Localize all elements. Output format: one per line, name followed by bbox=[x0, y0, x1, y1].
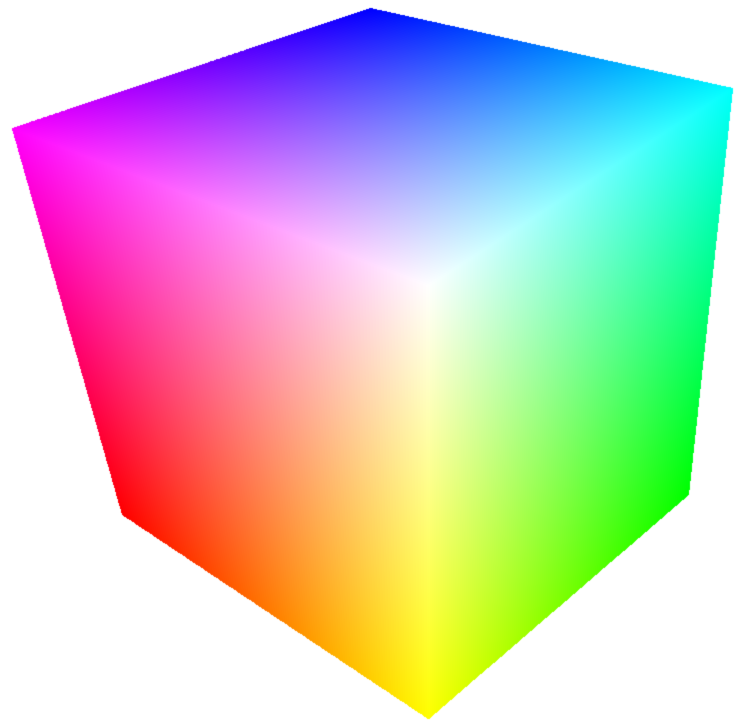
rgb-color-cube bbox=[0, 0, 743, 724]
figure-stage bbox=[0, 0, 743, 724]
